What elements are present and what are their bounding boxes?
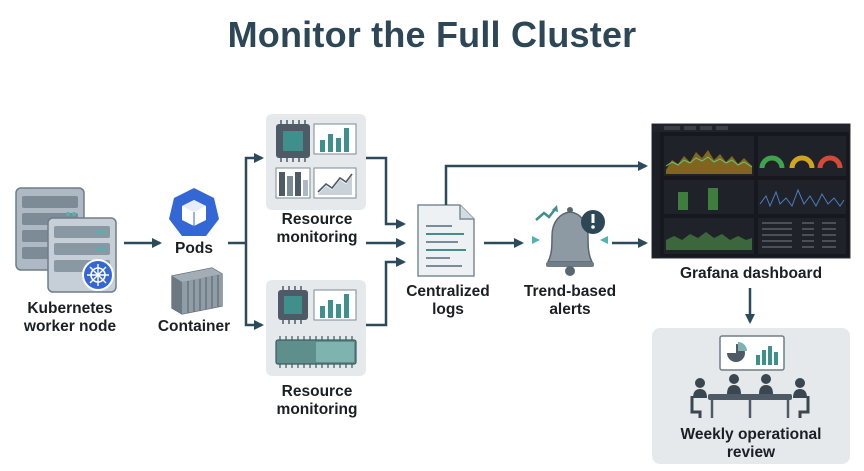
worker-node-label-line1: Kubernetes	[27, 300, 113, 317]
review-line1: Weekly operational	[680, 426, 822, 443]
fork-connector	[228, 153, 264, 330]
alerts-line2: alerts	[549, 301, 591, 318]
pods-label: Pods	[175, 240, 213, 257]
shipping-container-icon	[171, 267, 223, 315]
bell-icon	[532, 205, 608, 276]
server-stack-icon	[15, 187, 117, 293]
resource-monitoring-label-top: Resource monitoring	[262, 211, 372, 247]
line-chart-icon	[313, 167, 357, 199]
weekly-review-label: Weekly operational review	[662, 426, 840, 462]
grafana-dashboard-label: Grafana dashboard	[679, 265, 823, 282]
dashboard-screenshot	[651, 123, 851, 259]
resource-bottom-line1: Resource	[281, 383, 353, 400]
resource-top-line2: monitoring	[276, 229, 358, 246]
worker-node-label: Kubernetes worker node	[14, 300, 126, 336]
kubernetes-pod-icon	[169, 188, 219, 236]
cpu-chip-icon	[276, 120, 310, 162]
resource-top-line1: Resource	[281, 211, 353, 228]
resource-bottom-line2: monitoring	[276, 401, 358, 418]
logs-line2: logs	[432, 301, 464, 318]
page-title: Monitor the Full Cluster	[227, 14, 637, 55]
cpu-chip-icon	[278, 286, 308, 324]
centralized-logs-label: Centralized logs	[396, 283, 500, 319]
memory-module-icon	[275, 336, 357, 368]
merge-connector	[366, 156, 406, 327]
arrow-logs-to-grafana	[444, 161, 648, 205]
memory-bars-icon	[275, 167, 311, 199]
meeting-icon	[690, 335, 810, 418]
alerts-line1: Trend-based	[523, 283, 617, 300]
review-line2: review	[726, 444, 776, 461]
bar-chart-icon	[313, 123, 357, 155]
trend-alerts-label: Trend-based alerts	[514, 283, 626, 319]
bar-chart-icon	[313, 289, 357, 321]
document-icon	[417, 204, 475, 277]
resource-monitoring-label-bottom: Resource monitoring	[262, 383, 372, 419]
container-label: Container	[157, 318, 231, 335]
worker-node-label-line2: worker node	[23, 318, 117, 335]
logs-line1: Centralized	[406, 283, 490, 300]
